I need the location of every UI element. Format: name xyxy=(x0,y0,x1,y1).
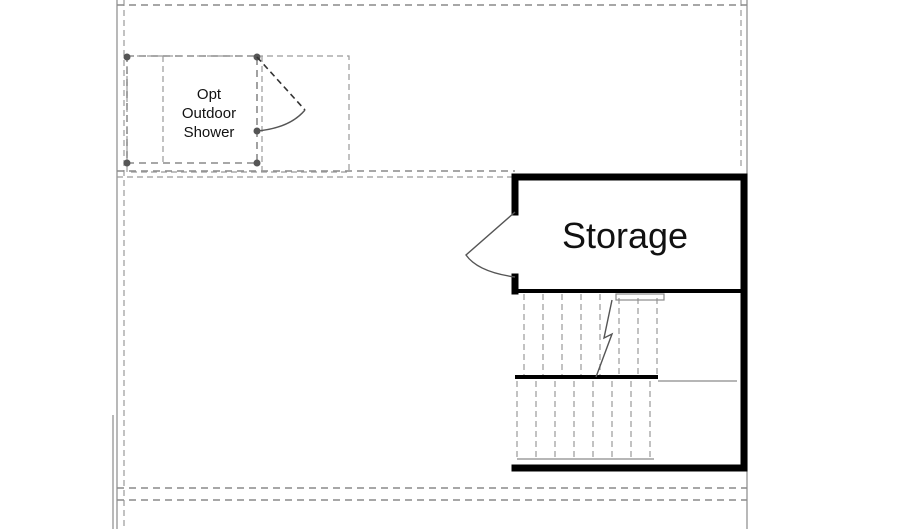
dashed-boundaries xyxy=(117,4,747,501)
storage-label: Storage xyxy=(562,215,688,256)
outdoor-shower: Opt Outdoor Shower xyxy=(123,53,350,173)
stair-break-line xyxy=(595,299,614,378)
storage-room: Storage xyxy=(465,173,748,472)
shower-door-swing xyxy=(256,109,306,132)
shower-label-line2: Outdoor xyxy=(182,105,236,122)
shower-label-line3: Shower xyxy=(184,124,235,141)
shower-label-line1: Opt xyxy=(197,86,222,103)
outer-walls xyxy=(112,0,748,529)
shower-door xyxy=(256,56,306,111)
stairs xyxy=(516,293,737,460)
storage-door xyxy=(465,211,516,278)
